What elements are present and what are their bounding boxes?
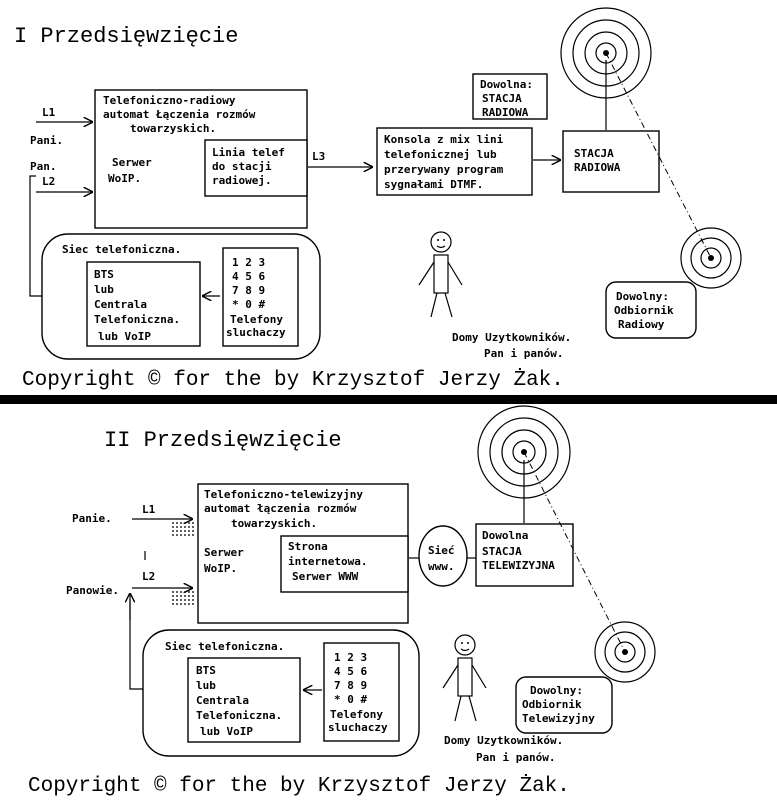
bottom-copyright: Copyright © for the by Krzysztof Jerzy Ż… bbox=[28, 775, 570, 798]
top-l2-label: L2 bbox=[42, 175, 55, 188]
top-linia-text: Linia telef do stacji radiowej. bbox=[212, 146, 291, 187]
bottom-title: II Przedsięwzięcie bbox=[104, 428, 342, 453]
top-konsola-box bbox=[376, 127, 533, 196]
top-return-line bbox=[29, 175, 42, 297]
bottom-odbiornik-box bbox=[515, 676, 613, 734]
top-dowolna-text: Dowolna: STACJA RADIOWA bbox=[480, 78, 540, 119]
section-divider bbox=[0, 395, 777, 404]
top-odbiornik-text: Dowolny: Odbiornik Radiowy bbox=[614, 290, 680, 331]
top-pan-label: Pan. bbox=[30, 160, 57, 173]
top-stacja-text: STACJA RADIOWA bbox=[574, 147, 621, 174]
top-siec-label: Siec telefoniczna. bbox=[62, 243, 181, 256]
top-pani-label: Pani. bbox=[30, 134, 63, 147]
top-telefony-text: Telefony sluchaczy bbox=[226, 313, 290, 339]
top-dowolna-box bbox=[472, 73, 548, 120]
bottom-l1-label: L1 bbox=[142, 503, 156, 516]
top-stacja-box bbox=[562, 130, 660, 193]
bottom-bts-box bbox=[187, 657, 301, 743]
bottom-keypad-text: 1 2 3 4 5 6 7 8 9 * 0 # bbox=[334, 651, 374, 706]
top-broadcast-line bbox=[605, 52, 712, 259]
top-bts-box bbox=[86, 261, 201, 347]
bottom-stacja-text: Dowolna STACJA TELEWIZYJNA bbox=[482, 529, 555, 572]
top-person-icon bbox=[418, 231, 463, 318]
bottom-odbiornik-text: Dowolny: Odbiornik Telewizyjny bbox=[522, 684, 595, 725]
bottom-www-ellipse bbox=[418, 525, 468, 587]
bottom-server-text: Serwer WoIP. bbox=[204, 546, 250, 575]
bottom-strona-box bbox=[280, 535, 409, 593]
top-receiver-icon bbox=[680, 227, 742, 289]
top-keypad-box bbox=[222, 247, 299, 347]
bottom-person-icon bbox=[442, 634, 487, 722]
bottom-panie-label: Panie. bbox=[72, 512, 112, 525]
top-konsola-text: Konsola z mix lini telefonicznej lub prz… bbox=[384, 133, 510, 191]
top-server-text: Serwer WoIP. bbox=[108, 156, 158, 185]
bottom-siec-label: Siec telefoniczna. bbox=[165, 640, 284, 653]
bottom-domy-text: Domy Uzytkowników. Pan i panów. bbox=[444, 734, 570, 764]
top-l3-label: L3 bbox=[312, 150, 325, 163]
bottom-l2-label: L2 bbox=[142, 570, 155, 583]
top-bts-text: BTS lub Centrala Telefoniczna. lub VoIP bbox=[94, 268, 187, 343]
bottom-bts-text: BTS lub Centrala Telefoniczna. lub VoIP bbox=[196, 664, 289, 738]
top-l1-label: L1 bbox=[42, 106, 56, 119]
top-odbiornik-box bbox=[605, 281, 697, 339]
bottom-l2-bundle bbox=[172, 591, 196, 605]
bottom-stacja-box bbox=[475, 523, 574, 587]
bottom-panowie-label: Panowie. bbox=[66, 584, 119, 597]
bottom-automat-text: Telefoniczno-telewizyjny automat łączeni… bbox=[204, 488, 370, 530]
bottom-telefony-text: Telefony sluchaczy bbox=[328, 708, 390, 734]
bottom-strona-text: Strona internetowa. Serwer WWW bbox=[288, 540, 374, 583]
bottom-l1-bundle bbox=[172, 522, 196, 536]
bottom-broadcast-line bbox=[523, 451, 626, 653]
top-title: I Przedsięwzięcie bbox=[14, 24, 238, 49]
top-automat-text: Telefoniczno-radiowy automat Łączenia ro… bbox=[103, 94, 262, 135]
top-domy-text: Domy Uzytkowników. Pan i panów. bbox=[452, 331, 578, 360]
top-linia-box bbox=[204, 139, 308, 197]
bottom-www-text: Sieć www. bbox=[428, 544, 461, 573]
bottom-return-line bbox=[129, 600, 143, 690]
bottom-receiver-icon bbox=[594, 621, 656, 683]
top-keypad-text: 1 2 3 4 5 6 7 8 9 * 0 # bbox=[232, 256, 272, 311]
bottom-keypad-box bbox=[323, 642, 400, 742]
top-copyright: Copyright © for the by Krzysztof Jerzy Ż… bbox=[22, 369, 564, 392]
